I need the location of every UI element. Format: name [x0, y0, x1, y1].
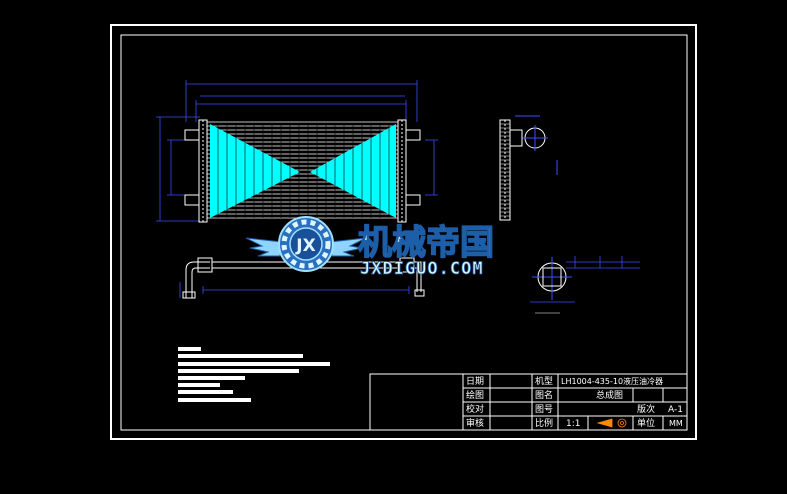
label-name: 图名 — [535, 389, 553, 401]
name-value: 总成图 — [596, 389, 623, 401]
label-model: 机型 — [535, 375, 553, 387]
front-view-fins — [210, 124, 396, 218]
front-view — [156, 80, 438, 223]
watermark-cn: 机械帝国 — [358, 223, 494, 263]
version-value: A-1 — [668, 405, 683, 415]
label-version: 版次 — [637, 403, 655, 415]
front-view-tanks — [184, 119, 421, 223]
gear-emblem-icon: JX — [278, 216, 334, 272]
label-review: 审核 — [466, 417, 484, 429]
label-date: 日期 — [466, 376, 484, 387]
label-scale: 比例 — [535, 417, 553, 429]
front-view-dimensions — [156, 80, 438, 222]
label-unit: 单位 — [637, 417, 655, 429]
label-check: 校对 — [466, 403, 484, 415]
unit-value: MM — [669, 419, 683, 428]
wings-icon — [245, 237, 367, 257]
emblem-text: JX — [295, 236, 315, 256]
detail-view — [530, 256, 640, 314]
outer-frame — [110, 24, 697, 440]
watermark: JX 机械帝国 JXDIGUO.COM — [245, 216, 495, 279]
label-draw: 绘图 — [466, 389, 484, 401]
side-view — [499, 115, 558, 221]
watermark-en: JXDIGUO.COM — [360, 259, 484, 279]
model-value: LH1004-435-10液压油冷器 — [561, 376, 663, 386]
scale-value: 1:1 — [566, 419, 580, 429]
title-block: 日期 机型 LH1004-435-10液压油冷器 绘图 图名 总成图 版次 A-… — [369, 373, 688, 431]
projection-symbol-icon — [596, 418, 627, 428]
technical-notes — [178, 347, 330, 402]
label-drawing-no: 图号 — [535, 404, 553, 415]
